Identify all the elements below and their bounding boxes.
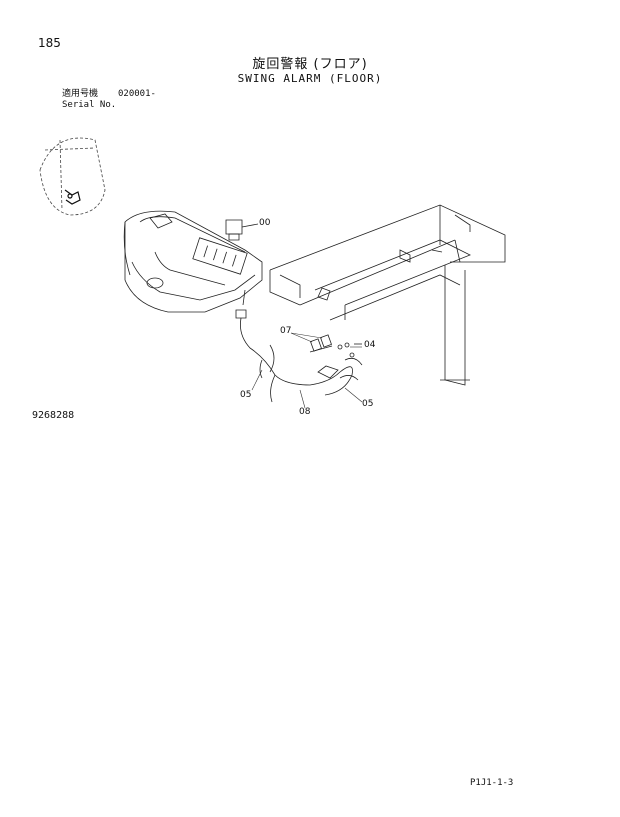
page-code: P1J1-1-3 [470, 778, 514, 788]
console-housing-icon [124, 211, 262, 312]
page-title-japanese: 旋回警報 (フロア) [252, 57, 368, 72]
callout-08: 08 [299, 407, 311, 417]
serial-label: 適用号機 Serial No. [62, 89, 116, 111]
fastener-icon [338, 343, 362, 357]
relay-icon [310, 335, 332, 352]
callout-05-right: 05 [362, 399, 374, 409]
serial-value: 020001- [118, 89, 156, 99]
callout-00: 00 [259, 218, 271, 228]
floor-frame-icon [270, 205, 505, 385]
switch-icon [226, 220, 258, 240]
callout-07: 07 [280, 326, 292, 336]
cab-location-mark-icon [65, 190, 80, 204]
serial-label-english: Serial No. [62, 100, 117, 110]
page-title-english: SWING ALARM (FLOOR) [237, 72, 383, 85]
cab-outline-icon [40, 138, 105, 215]
serial-label-japanese: 適用号機 [62, 89, 99, 99]
wire-harness-icon [236, 290, 362, 402]
callout-04: 04 [364, 340, 376, 350]
callout-05-left: 05 [240, 390, 252, 400]
page-number: 185 [38, 36, 61, 50]
drawing-number: 9268288 [32, 410, 75, 421]
